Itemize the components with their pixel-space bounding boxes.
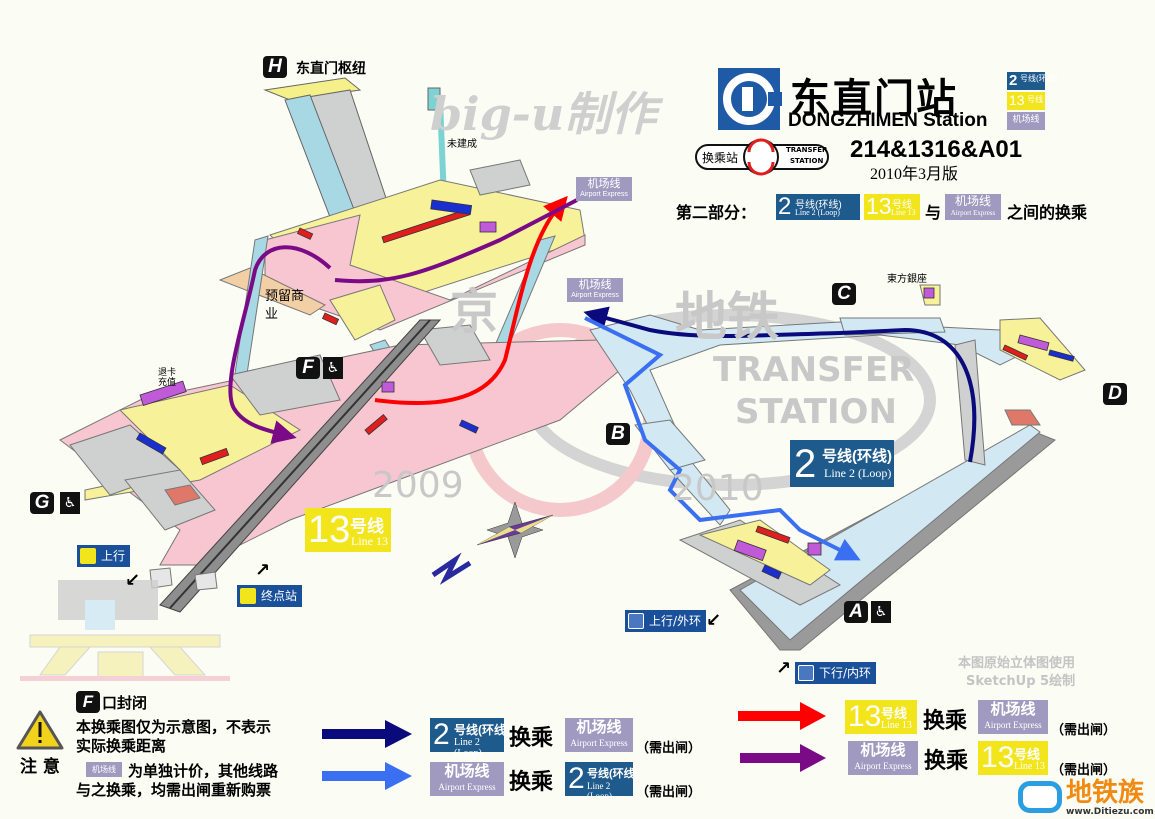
arrow-down-left-icon: ↙ bbox=[706, 610, 722, 631]
notice-label: 注 意 bbox=[20, 757, 60, 777]
sign-up-direction: 上行 bbox=[77, 545, 131, 567]
brand-name: 地铁族 bbox=[1066, 778, 1145, 808]
sign-down-inner-loop: 下行/内环 bbox=[795, 662, 877, 684]
watermark-station: STATION bbox=[735, 392, 897, 432]
note-fare: 为单独计价，其他线路与之换乘，均需出闸重新购票 bbox=[76, 762, 279, 799]
north-indicator-icon bbox=[431, 552, 472, 585]
line13-lower-concourse bbox=[59, 319, 651, 613]
author-watermark: big-u制作 bbox=[430, 87, 657, 141]
part-and: 与 bbox=[925, 203, 942, 222]
station-code: 214&1316&A01 bbox=[850, 136, 1023, 163]
station-name-en: DONGZHIMEN Station bbox=[788, 110, 988, 131]
watermark-jing: 京 bbox=[450, 284, 499, 340]
watermark-transfer: TRANSFER bbox=[713, 350, 915, 390]
arrow-up-right-icon: ↗ bbox=[776, 658, 792, 679]
arrow-up-right-icon: ↗ bbox=[255, 560, 271, 581]
compass-rose-icon bbox=[476, 501, 554, 559]
closed-exit-letter: F bbox=[76, 691, 100, 713]
legend-need-gate: （需出闸） bbox=[1051, 723, 1117, 738]
airport-badge-note: 机场线 bbox=[86, 762, 122, 777]
warning-icon bbox=[16, 710, 64, 750]
transfer-badge-en1: TRANSFER bbox=[786, 146, 828, 154]
edition: 2010年3月版 bbox=[870, 166, 959, 183]
exit-d: D bbox=[1103, 383, 1127, 405]
part-label: 第二部分： bbox=[676, 203, 757, 222]
transfer-badge-en2: STATION bbox=[790, 157, 824, 165]
card-service-label: 退卡充值 bbox=[158, 368, 177, 388]
line2-facility-boxes bbox=[733, 287, 1075, 580]
watermark-2010: 2010 bbox=[672, 468, 764, 509]
legend-transfer-word: 换乘 bbox=[923, 709, 968, 734]
legend-transfer-word: 换乘 bbox=[509, 726, 554, 751]
route-line13-to-airport bbox=[374, 195, 568, 405]
wheelchair-icon: ♿ bbox=[60, 492, 80, 514]
arrow-down-left-icon: ↙ bbox=[125, 570, 141, 591]
transfer-badge-cn: 换乘站 bbox=[702, 151, 739, 165]
route-airport-to-line2 bbox=[584, 316, 861, 561]
legend-arrows bbox=[322, 702, 826, 790]
unbuilt-elevator-label: 未建成 bbox=[447, 139, 477, 150]
closed-exit-label: 口封闭 bbox=[102, 694, 148, 712]
station-name-cn: 东直门站 bbox=[790, 76, 958, 122]
dongfang-yinzuo-label: 東方銀座 bbox=[887, 274, 927, 285]
legend-transfer-word: 换乘 bbox=[924, 749, 969, 774]
transfer-station-badge bbox=[695, 138, 829, 176]
watermark-ditie: 地铁 bbox=[675, 288, 780, 348]
hub-escalator bbox=[263, 77, 448, 231]
line2-concourse bbox=[589, 284, 1086, 651]
hub-label: 东直门枢纽 bbox=[296, 61, 366, 77]
legend-need-gate: （需出闸） bbox=[636, 785, 702, 800]
exit-b: B bbox=[606, 423, 630, 445]
route-airport-to-line13 bbox=[228, 198, 578, 435]
facility-boxes bbox=[135, 199, 497, 466]
watermark-2009: 2009 bbox=[372, 465, 464, 506]
reserved-commercial-label: 预留商业 bbox=[265, 289, 305, 322]
brand-url: www.Ditiezu.com bbox=[1066, 807, 1154, 817]
ditiezu-logo-icon bbox=[1018, 781, 1062, 813]
exit-f: F bbox=[296, 357, 320, 379]
badge-airport-small: 机场线 bbox=[1007, 112, 1045, 130]
exit-g: G bbox=[30, 492, 54, 514]
legend-transfer-word: 换乘 bbox=[509, 770, 554, 795]
hub-letter: H bbox=[263, 56, 287, 78]
wheelchair-icon: ♿ bbox=[871, 601, 891, 623]
wheelchair-icon: ♿ bbox=[323, 357, 343, 379]
note-schematic: 本换乘图仅为示意图，不表示实际换乘距离 bbox=[76, 718, 272, 755]
sign-terminal: 终点站 bbox=[237, 585, 303, 607]
beijing-subway-logo bbox=[718, 68, 782, 130]
legend-need-gate: （需出闸） bbox=[1051, 763, 1117, 778]
route-line2-to-airport bbox=[583, 306, 977, 463]
part-suffix: 之间的换乘 bbox=[1007, 203, 1088, 222]
exit-a: A bbox=[844, 601, 868, 623]
sign-up-outer-loop: 上行/外环 bbox=[625, 610, 707, 632]
dongzhimen-building-icon bbox=[20, 580, 230, 681]
exit-c: C bbox=[832, 283, 856, 305]
legend-need-gate: （需出闸） bbox=[636, 741, 702, 756]
